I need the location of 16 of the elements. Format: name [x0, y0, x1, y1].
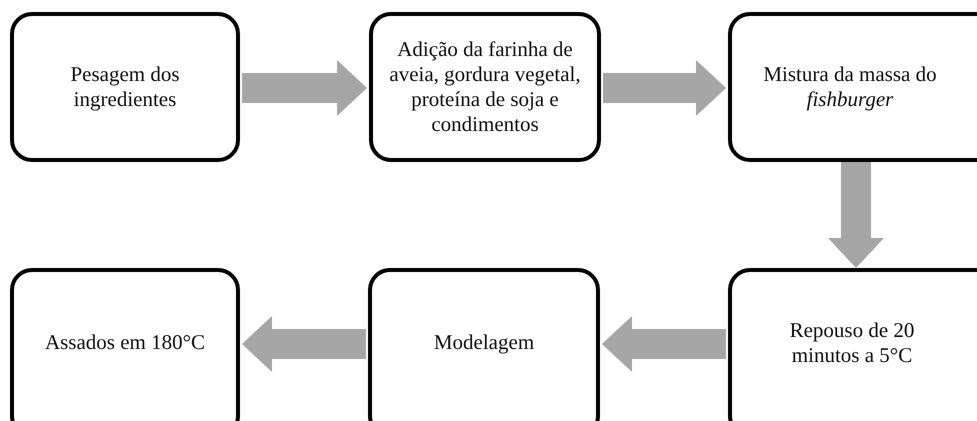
- process-box: [728, 268, 977, 421]
- process-box: [728, 12, 977, 162]
- process-box: [368, 268, 600, 421]
- process-box: [10, 12, 240, 162]
- block-arrow: [242, 60, 367, 116]
- step-text: Mistura da massa do fishburger: [762, 62, 938, 112]
- process-box: [369, 12, 601, 162]
- step-text: Pesagem dos ingredientes: [69, 62, 181, 112]
- process-box: [10, 268, 240, 421]
- step-text: Adição da farinha de aveia, gordura vegetal, proteína de soja e condimentos: [388, 36, 582, 138]
- step-text: Repouso de 20 minutos a 5°C: [788, 318, 916, 368]
- step-text: Modelagem: [434, 330, 534, 356]
- step-text: Assados em 180°C: [44, 330, 206, 356]
- block-arrow: [242, 316, 366, 372]
- block-arrow: [603, 60, 726, 116]
- block-arrow: [602, 316, 726, 372]
